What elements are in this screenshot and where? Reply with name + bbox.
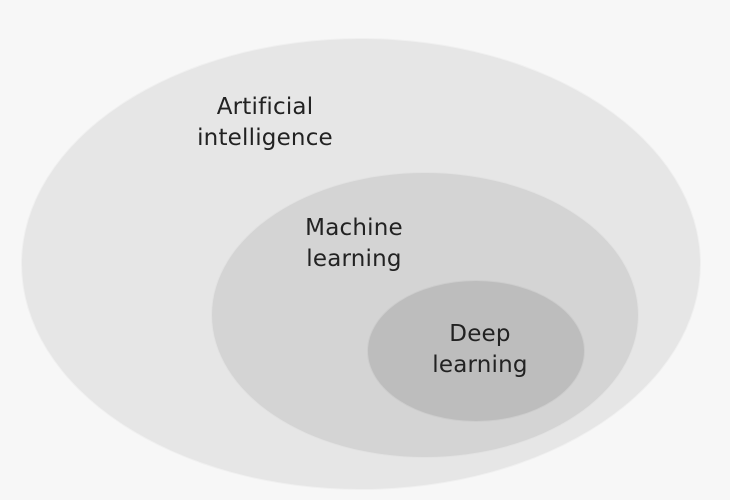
deep-learning-label: Deep learning <box>380 319 580 381</box>
deep-learning-label-line2: learning <box>432 352 528 378</box>
machine-learning-label-line2: learning <box>306 246 402 272</box>
artificial-intelligence-label-line1: Artificial <box>216 94 314 120</box>
machine-learning-label-line1: Machine <box>305 215 403 241</box>
artificial-intelligence-label: Artificial intelligence <box>165 92 365 154</box>
artificial-intelligence-label-line2: intelligence <box>197 125 333 151</box>
deep-learning-ellipse <box>367 280 585 422</box>
machine-learning-label: Machine learning <box>254 213 454 275</box>
deep-learning-label-line1: Deep <box>449 321 511 347</box>
